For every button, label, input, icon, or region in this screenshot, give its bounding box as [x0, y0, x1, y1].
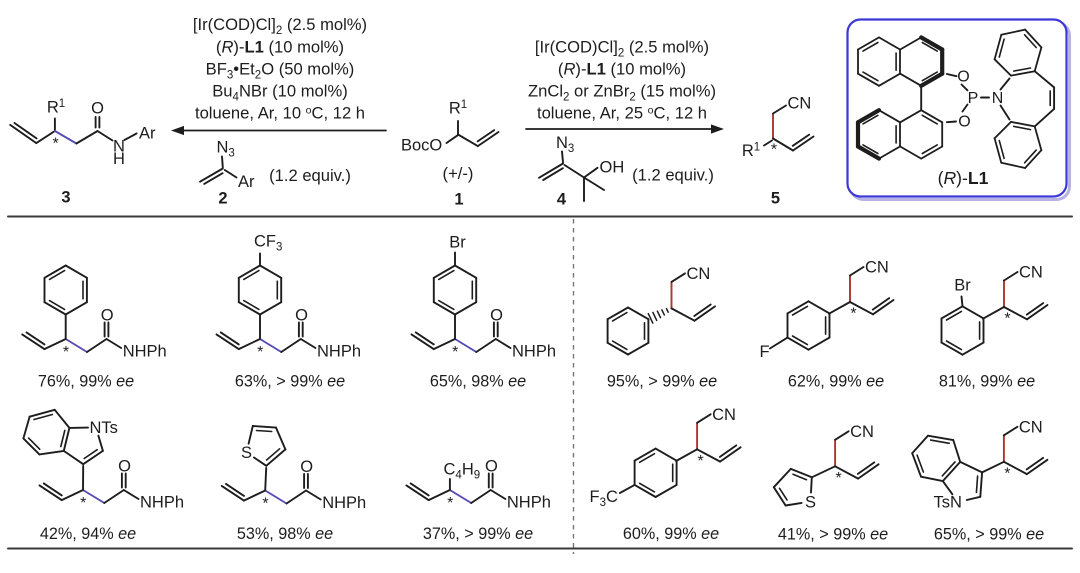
svg-text:(R)-L1 (10 mol%): (R)-L1 (10 mol%)	[558, 60, 686, 79]
svg-text:CN: CN	[865, 259, 889, 277]
svg-text:N: N	[113, 138, 125, 156]
svg-text:CN: CN	[850, 423, 874, 441]
svg-text:NHPh: NHPh	[512, 343, 556, 361]
svg-text:O: O	[118, 458, 131, 476]
svg-text:TsN: TsN	[934, 494, 962, 512]
svg-text:F: F	[759, 343, 769, 361]
svg-text:*: *	[63, 344, 69, 361]
svg-text:*: *	[257, 344, 263, 361]
svg-text:62%, 99% ee: 62%, 99% ee	[788, 373, 884, 391]
svg-text:CN: CN	[788, 95, 812, 113]
svg-text:1: 1	[454, 191, 463, 209]
svg-text:*: *	[697, 453, 703, 470]
svg-text:Br: Br	[449, 234, 466, 252]
svg-text:C4​H9​: C4​H9​	[444, 461, 481, 482]
svg-text:3: 3	[61, 189, 70, 207]
svg-text:ZnCl2​ or ZnBr2​ (15 mol%): ZnCl2​ or ZnBr2​ (15 mol%)	[528, 82, 716, 104]
svg-text:NHPh: NHPh	[317, 343, 361, 361]
svg-text:95%, > 99% ee: 95%, > 99% ee	[607, 373, 717, 391]
svg-text:5: 5	[771, 190, 780, 208]
svg-text:41%, > 99% ee: 41%, > 99% ee	[778, 526, 888, 544]
svg-text:CN: CN	[1019, 418, 1043, 436]
svg-text:2: 2	[218, 190, 227, 208]
svg-text:NHPh: NHPh	[123, 343, 167, 361]
svg-text:60%, 99% ee: 60%, 99% ee	[623, 525, 719, 543]
svg-text:76%, 99% ee: 76%, 99% ee	[38, 373, 134, 391]
svg-text:53%, 98% ee: 53%, 98% ee	[237, 525, 333, 543]
svg-text:4: 4	[557, 191, 567, 209]
svg-text:NTs: NTs	[90, 419, 118, 437]
svg-text:O: O	[958, 114, 970, 131]
svg-text:Ar: Ar	[139, 125, 156, 143]
svg-text:O: O	[91, 100, 104, 118]
svg-text:(+/-): (+/-)	[443, 164, 474, 183]
svg-text:CN: CN	[712, 406, 736, 424]
svg-text:P: P	[968, 90, 979, 107]
svg-text:*: *	[80, 495, 86, 512]
svg-text:(R)-L1 (10 mol%): (R)-L1 (10 mol%)	[216, 38, 344, 57]
svg-text:42%, 94% ee: 42%, 94% ee	[40, 525, 136, 543]
svg-text:CN: CN	[687, 265, 711, 283]
svg-text:NHPh: NHPh	[140, 494, 184, 512]
svg-text:63%, > 99% ee: 63%, > 99% ee	[235, 373, 345, 391]
svg-text:*: *	[771, 142, 777, 159]
svg-text:O: O	[485, 458, 498, 476]
svg-text:CF3​: CF3​	[254, 233, 282, 254]
svg-text:O: O	[300, 458, 313, 476]
svg-text:*: *	[262, 496, 268, 513]
svg-text:65%, 98% ee: 65%, 98% ee	[430, 373, 526, 391]
svg-text:*: *	[835, 470, 841, 487]
svg-text:81%, 99% ee: 81%, 99% ee	[939, 373, 1035, 391]
svg-text:toluene, Ar, 25 o​C, 12 h: toluene, Ar, 25 o​C, 12 h	[537, 104, 707, 123]
svg-text:(1.2 equiv.): (1.2 equiv.)	[269, 166, 351, 185]
svg-text:O: O	[957, 69, 969, 86]
svg-text:*: *	[1004, 465, 1010, 482]
svg-text:S: S	[241, 444, 252, 462]
svg-text:NHPh: NHPh	[507, 494, 551, 512]
svg-text:CN: CN	[1019, 264, 1043, 282]
svg-text:[Ir(COD)Cl]2​ (2.5 mol%): [Ir(COD)Cl]2​ (2.5 mol%)	[193, 15, 367, 37]
svg-text:F3​C: F3​C	[590, 488, 619, 509]
svg-text:Ar: Ar	[238, 173, 255, 191]
svg-text:OH: OH	[600, 159, 625, 177]
svg-text:H: H	[113, 150, 125, 168]
svg-text:*: *	[52, 135, 58, 152]
svg-text:65%, > 99% ee: 65%, > 99% ee	[934, 526, 1044, 544]
svg-text:*: *	[452, 344, 458, 361]
svg-text:NHPh: NHPh	[322, 494, 366, 512]
svg-text:Bu4​NBr (10 mol%): Bu4​NBr (10 mol%)	[212, 82, 348, 104]
svg-text:(1.2 equiv.): (1.2 equiv.)	[632, 166, 714, 185]
svg-text:O: O	[295, 307, 308, 325]
svg-text:O: O	[101, 307, 114, 325]
svg-text:*: *	[447, 495, 453, 512]
svg-text:(R)-L1: (R)-L1	[938, 168, 989, 188]
svg-text:37%, > 99% ee: 37%, > 99% ee	[423, 525, 533, 543]
svg-text:BF3​•Et2​O (50 mol%): BF3​•Et2​O (50 mol%)	[206, 60, 355, 82]
svg-text:N: N	[992, 90, 1004, 107]
svg-text:O: O	[490, 307, 503, 325]
svg-text:*: *	[1004, 311, 1010, 328]
svg-text:[Ir(COD)Cl]2​ (2.5 mol%): [Ir(COD)Cl]2​ (2.5 mol%)	[535, 38, 709, 60]
svg-text:S: S	[805, 494, 816, 512]
svg-text:*: *	[850, 306, 856, 323]
svg-text:BocO: BocO	[401, 137, 442, 155]
svg-text:Br: Br	[954, 277, 971, 295]
svg-text:toluene, Ar, 10 o​C, 12 h: toluene, Ar, 10 o​C, 12 h	[195, 104, 365, 123]
